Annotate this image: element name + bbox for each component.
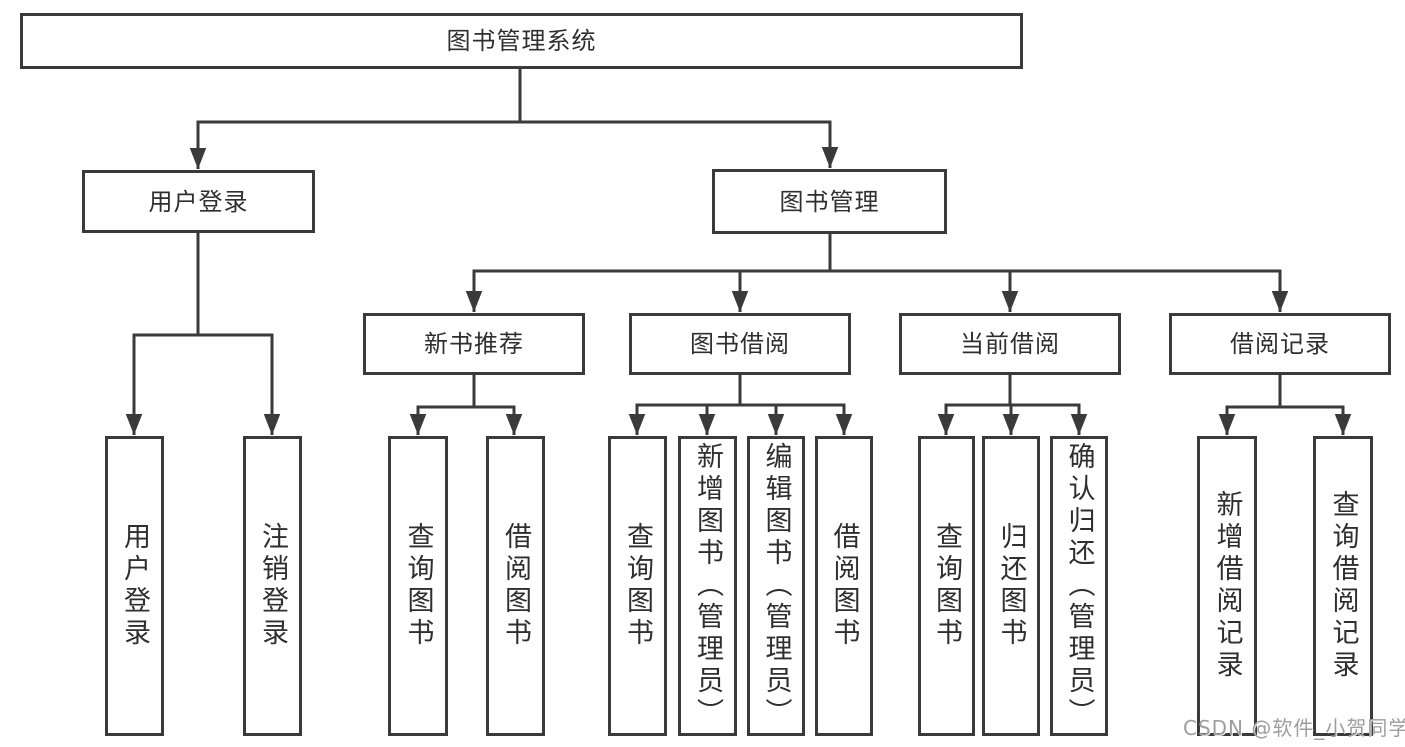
leaf-label: 新增图书（管理员）	[692, 442, 723, 730]
leaf-label: 归还图书	[995, 522, 1027, 650]
node-label: 图书管理	[779, 187, 880, 216]
leaf-user-login: 用户登录	[105, 436, 164, 736]
node-label: 图书管理系统	[446, 27, 597, 55]
node-book-borrowing: 图书借阅	[629, 313, 851, 375]
leaf-label: 查询图书	[931, 522, 962, 650]
leaf-label: 查询图书	[402, 522, 434, 650]
node-library-management-system: 图书管理系统	[20, 13, 1023, 69]
leaf-edit-books-admin: 编辑图书（管理员）	[747, 436, 805, 736]
leaf-query-books-current: 查询图书	[918, 436, 975, 736]
leaf-confirm-return-admin: 确认归还（管理员）	[1050, 436, 1108, 736]
node-label: 新书推荐	[424, 330, 524, 358]
node-label: 图书借阅	[690, 330, 790, 358]
leaf-borrow-books-recommend: 借阅图书	[486, 436, 545, 736]
leaf-label: 查询图书	[622, 522, 653, 650]
node-current-borrowing: 当前借阅	[899, 313, 1121, 375]
leaf-label: 新增借阅记录	[1211, 490, 1243, 682]
leaf-query-borrow-record: 查询借阅记录	[1313, 436, 1373, 736]
leaf-query-books-recommend: 查询图书	[388, 436, 448, 736]
leaf-return-books: 归还图书	[982, 436, 1040, 736]
node-new-book-recommendation: 新书推荐	[363, 313, 585, 375]
node-label: 用户登录	[148, 187, 249, 216]
leaf-label: 查询借阅记录	[1327, 490, 1359, 682]
node-book-management: 图书管理	[712, 169, 947, 234]
leaf-label: 用户登录	[119, 522, 150, 650]
node-label: 当前借阅	[960, 330, 1060, 358]
leaf-query-books-borrow: 查询图书	[608, 436, 667, 736]
leaf-label: 借阅图书	[828, 522, 860, 650]
node-user-login: 用户登录	[82, 170, 315, 233]
leaf-borrow-books: 借阅图书	[815, 436, 873, 736]
csdn-watermark: CSDN @软件_小贺同学	[1183, 716, 1405, 740]
leaf-label: 编辑图书（管理员）	[760, 442, 792, 730]
leaf-label: 确认归还（管理员）	[1063, 442, 1095, 730]
node-label: 借阅记录	[1230, 330, 1330, 358]
leaf-logout: 注销登录	[243, 436, 302, 736]
leaf-add-books-admin: 新增图书（管理员）	[678, 436, 737, 736]
leaf-add-borrow-record: 新增借阅记录	[1197, 436, 1257, 736]
leaf-label: 注销登录	[257, 522, 288, 650]
leaf-label: 借阅图书	[500, 522, 531, 650]
node-borrowing-records: 借阅记录	[1169, 313, 1391, 375]
